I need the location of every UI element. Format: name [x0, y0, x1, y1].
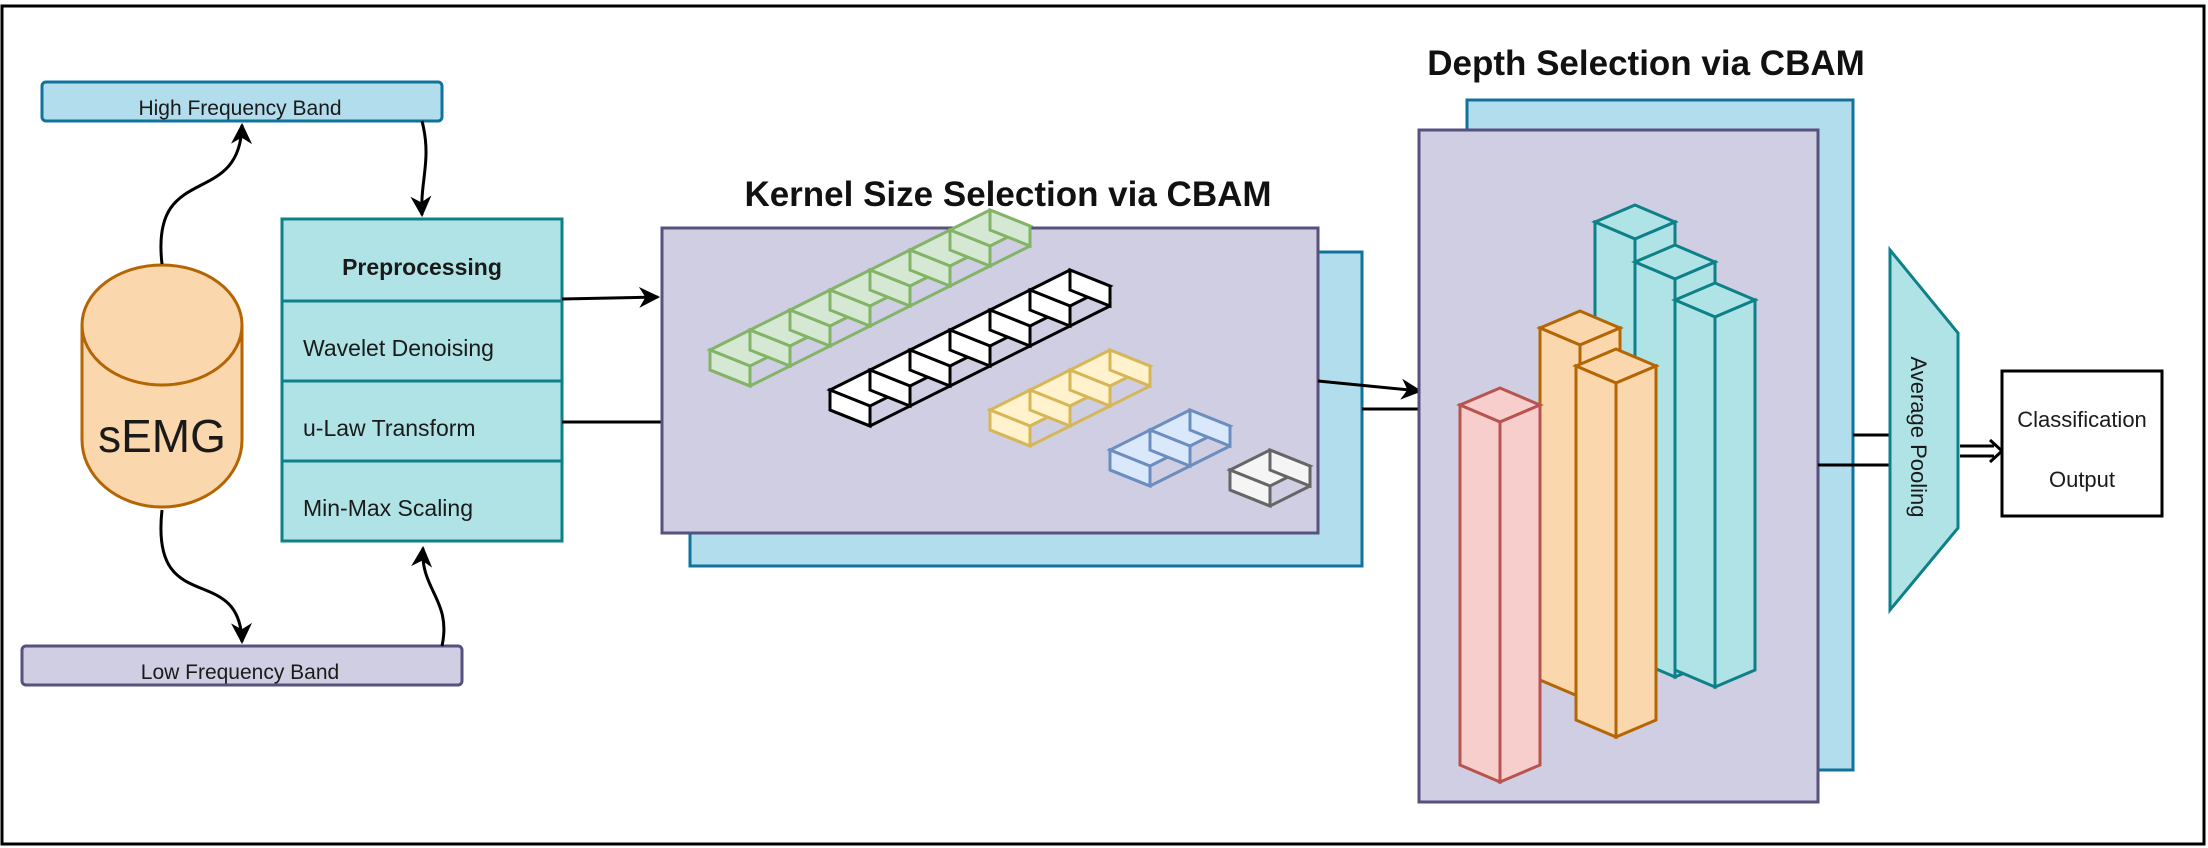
- arrow-semg-to-high: [159, 122, 253, 265]
- semg-cylinder: sEMG: [80, 263, 244, 509]
- cube-bottom-edge: [1109, 444, 1231, 488]
- column-front: [1574, 363, 1618, 740]
- arrow-preprocessing-to-kernel: [561, 286, 661, 308]
- average-pooling-block: Average Pooling: [1888, 245, 1960, 615]
- cube-bottom-edge: [1229, 484, 1311, 508]
- average-pooling-label: Average Pooling: [1906, 356, 1931, 517]
- kernel-cubes: [706, 207, 1314, 509]
- step-min-max-scaling: Min-Max Scaling: [303, 495, 473, 521]
- preprocessing-block: Preprocessing Wavelet Denoising u-Law Tr…: [280, 217, 564, 543]
- kernel-row-7: [706, 207, 1034, 389]
- kernel-row-1: [1226, 447, 1314, 509]
- column-side: [1614, 363, 1658, 740]
- depth-column-orange-2: [1572, 347, 1660, 740]
- step-wavelet-denoising: Wavelet Denoising: [303, 335, 494, 361]
- cube-bottom-edge: [829, 304, 1111, 428]
- preprocessing-title: Preprocessing: [342, 254, 502, 280]
- depth-selection-title: Depth Selection via CBAM: [1427, 44, 1865, 83]
- column-front: [1538, 325, 1582, 700]
- arrow-kernel-to-depth: [1317, 378, 1423, 400]
- arrow-pooling-to-output: [1960, 438, 2005, 464]
- column-front: [1673, 297, 1717, 690]
- column-side: [1713, 297, 1757, 690]
- output-line1: Classification: [2017, 407, 2147, 432]
- column-front: [1458, 402, 1502, 785]
- arrow-low-to-preprocessing: [411, 545, 446, 647]
- depth-columns: [1456, 203, 1759, 785]
- semg-label: sEMG: [98, 410, 226, 462]
- arrow-high-to-preprocessing: [410, 120, 432, 218]
- depth-column-teal-3: [1671, 281, 1759, 690]
- kernel-row-6: [826, 267, 1114, 429]
- column-side: [1498, 402, 1542, 785]
- cube-bottom-edge: [709, 244, 1031, 388]
- high-frequency-band-box: High Frequency Band: [40, 80, 444, 123]
- kernel-row-2: [1106, 407, 1234, 489]
- classification-output-box: Classification Output: [2000, 369, 2164, 518]
- kernel-row-3: [986, 347, 1154, 449]
- low-frequency-band-box: Low Frequency Band: [20, 644, 464, 687]
- cube-bottom-edge: [989, 384, 1151, 448]
- outer-frame: [0, 4, 2206, 846]
- arrow-semg-to-low: [159, 509, 253, 645]
- output-line2: Output: [2049, 467, 2115, 492]
- kernel-front-panel: [660, 226, 1320, 535]
- depth-column-red: [1456, 386, 1544, 785]
- low-frequency-band-label: Low Frequency Band: [141, 661, 339, 684]
- step-u-law-transform: u-Law Transform: [303, 415, 476, 441]
- kernel-selection-title: Kernel Size Selection via CBAM: [744, 175, 1271, 214]
- high-frequency-band-label: High Frequency Band: [138, 97, 341, 120]
